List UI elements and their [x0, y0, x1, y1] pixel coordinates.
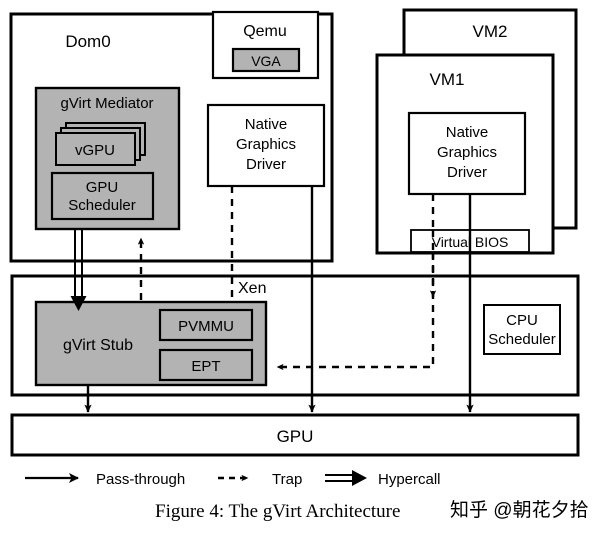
- vm1-native-driver-line2: Graphics: [437, 144, 497, 161]
- qemu-label: Qemu: [243, 23, 287, 40]
- vm2-label: VM2: [473, 22, 508, 41]
- virtual-bios-box: Virtual BIOS: [410, 229, 530, 253]
- ept-label: EPT: [191, 358, 220, 375]
- gvirt-stub-label: gVirt Stub: [63, 337, 133, 354]
- xen-container: Xen: [10, 274, 580, 397]
- vgpu-label: vGPU: [75, 142, 115, 159]
- cpu-scheduler-line2: Scheduler: [488, 331, 556, 348]
- cpu-scheduler-box: CPU Scheduler: [483, 304, 561, 355]
- vgpu-box: [55, 132, 136, 166]
- legend-item-hypercall: Hypercall: [325, 470, 441, 488]
- hypercall-mediator-to-stub: [70, 229, 87, 311]
- vga-label: VGA: [251, 53, 281, 69]
- vgpu-stack: vGPU: [55, 122, 146, 166]
- qemu-box: Qemu VGA: [211, 10, 320, 80]
- dom0-label: Dom0: [65, 32, 110, 51]
- vga-box: [231, 47, 301, 73]
- watermark: 知乎 @朝花夕拾: [450, 499, 589, 521]
- gvirt-stub-box: gVirt Stub PVMMU EPT: [34, 300, 268, 387]
- vm1-container: VM1 Native Graphics Driver: [375, 53, 555, 255]
- gpu-scheduler-label-line2: Scheduler: [68, 197, 136, 214]
- legend-label-pass-through: Pass-through: [96, 471, 185, 488]
- vm1-bios-passthrough-links: [431, 230, 472, 253]
- ept-box: EPT: [158, 348, 254, 382]
- dom0-container: Dom0: [9, 12, 334, 263]
- gpu-box: GPU: [10, 413, 580, 457]
- legend-label-trap: Trap: [272, 471, 302, 488]
- dom0-native-driver-line1: Native: [245, 116, 288, 133]
- vm1-driver-downlinks: [431, 194, 472, 232]
- dom0-native-graphics-driver-box: Native Graphics Driver: [206, 103, 326, 188]
- cpu-scheduler-line1: CPU: [506, 312, 538, 329]
- pvmmu-label: PVMMU: [178, 318, 234, 335]
- figure-caption: Figure 4: The gVirt Architecture: [155, 501, 400, 522]
- legend-label-hypercall: Hypercall: [378, 471, 441, 488]
- gpu-label: GPU: [277, 427, 314, 446]
- dom0-native-driver-line3: Driver: [246, 156, 286, 173]
- legend-item-pass-through: Pass-through: [25, 471, 185, 488]
- gvirt-mediator-label: gVirt Mediator: [60, 95, 153, 112]
- vm1-native-graphics-driver-box: Native Graphics Driver: [407, 111, 527, 196]
- gpu-scheduler-label-line1: GPU: [86, 179, 119, 196]
- dom0-native-driver-line2: Graphics: [236, 136, 296, 153]
- legend: Pass-through Trap Hypercall: [25, 470, 441, 488]
- pvmmu-box: PVMMU: [158, 308, 254, 342]
- vm1-native-driver-line3: Driver: [447, 164, 487, 181]
- vm1-native-driver-line1: Native: [446, 124, 489, 141]
- vm1-label: VM1: [430, 70, 465, 89]
- trap-vm1-to-ept: [276, 253, 435, 371]
- legend-item-trap: Trap: [218, 471, 302, 488]
- gpu-scheduler-box: GPU Scheduler: [50, 171, 155, 221]
- xen-label: Xen: [238, 280, 266, 297]
- gvirt-mediator-box: gVirt Mediator vGPU GPU Scheduler: [34, 86, 181, 231]
